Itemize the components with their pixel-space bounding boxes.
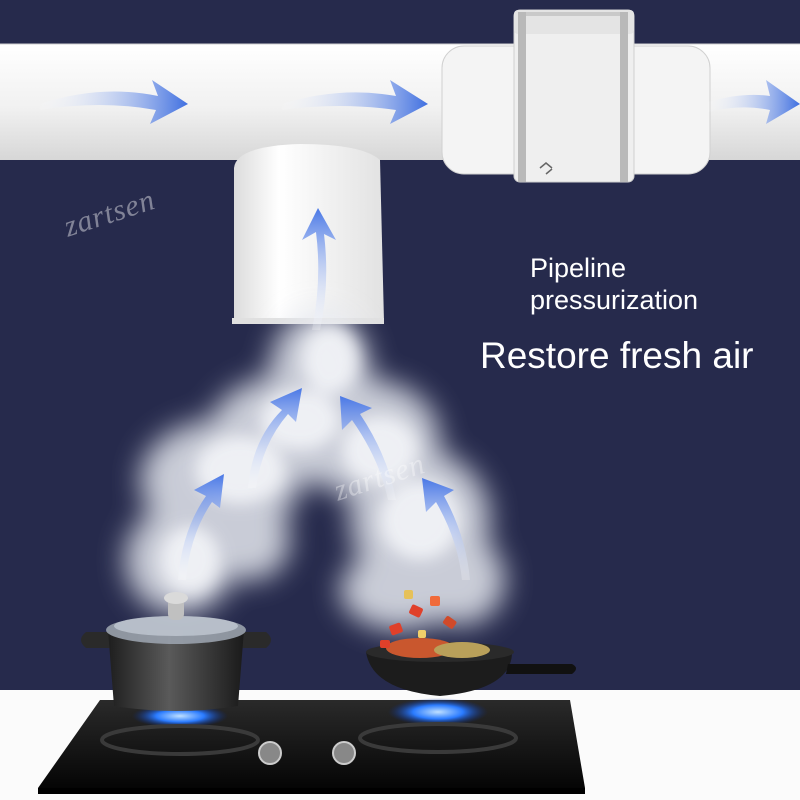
airflow-arrow-icon: [178, 474, 224, 580]
stove-knob-icon: [258, 741, 282, 765]
airflow-arrow-icon: [40, 80, 188, 124]
airflow-arrow-icon: [708, 80, 800, 124]
airflow-arrow-icon: [248, 388, 302, 488]
headline-restore-fresh-air: Restore fresh air: [480, 335, 754, 376]
wok-icon: [366, 590, 576, 696]
airflow-arrows-horizontal: [40, 80, 800, 124]
stir-fry-food: [380, 590, 490, 658]
headline-pressurization: pressurization: [530, 285, 699, 315]
inline-fan-unit: [441, 9, 711, 183]
headline-pipeline: Pipeline: [530, 253, 627, 283]
airflow-arrow-icon: [282, 80, 428, 124]
stovetop: [38, 698, 585, 794]
fan-icon: [539, 162, 553, 169]
stove-knob-icon: [332, 741, 356, 765]
airflow-arrows-vertical: [178, 208, 470, 580]
airflow-arrow-icon: [422, 478, 470, 580]
burner-flame-icon: [388, 698, 488, 726]
airflow-arrow-icon: [340, 396, 396, 500]
airflow-arrow-icon: [302, 208, 336, 330]
pot-icon: [81, 592, 271, 711]
